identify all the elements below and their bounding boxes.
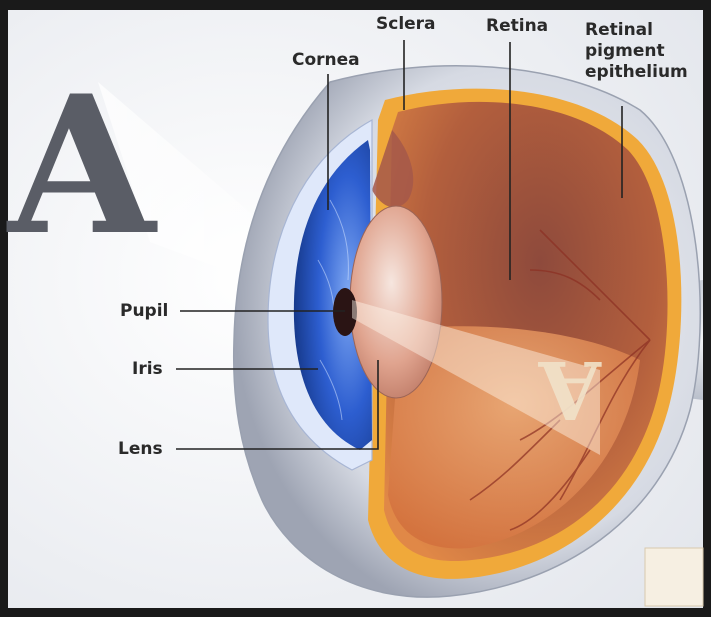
object-letter: A [6,54,158,277]
label-retinal-pigment-epithelium: Retinal pigment epithelium [585,20,688,83]
label-sclera: Sclera [376,14,436,34]
label-rpe-line2: pigment [585,41,688,62]
label-retina: Retina [486,16,548,36]
label-pupil: Pupil [120,301,168,321]
lens-shape [350,206,442,398]
label-cornea: Cornea [292,50,360,70]
label-rpe-line1: Retinal [585,20,688,41]
inverted-image-letter: A [538,343,602,437]
label-iris: Iris [132,359,163,379]
label-rpe-line3: epithelium [585,62,688,83]
label-lens: Lens [118,439,163,459]
